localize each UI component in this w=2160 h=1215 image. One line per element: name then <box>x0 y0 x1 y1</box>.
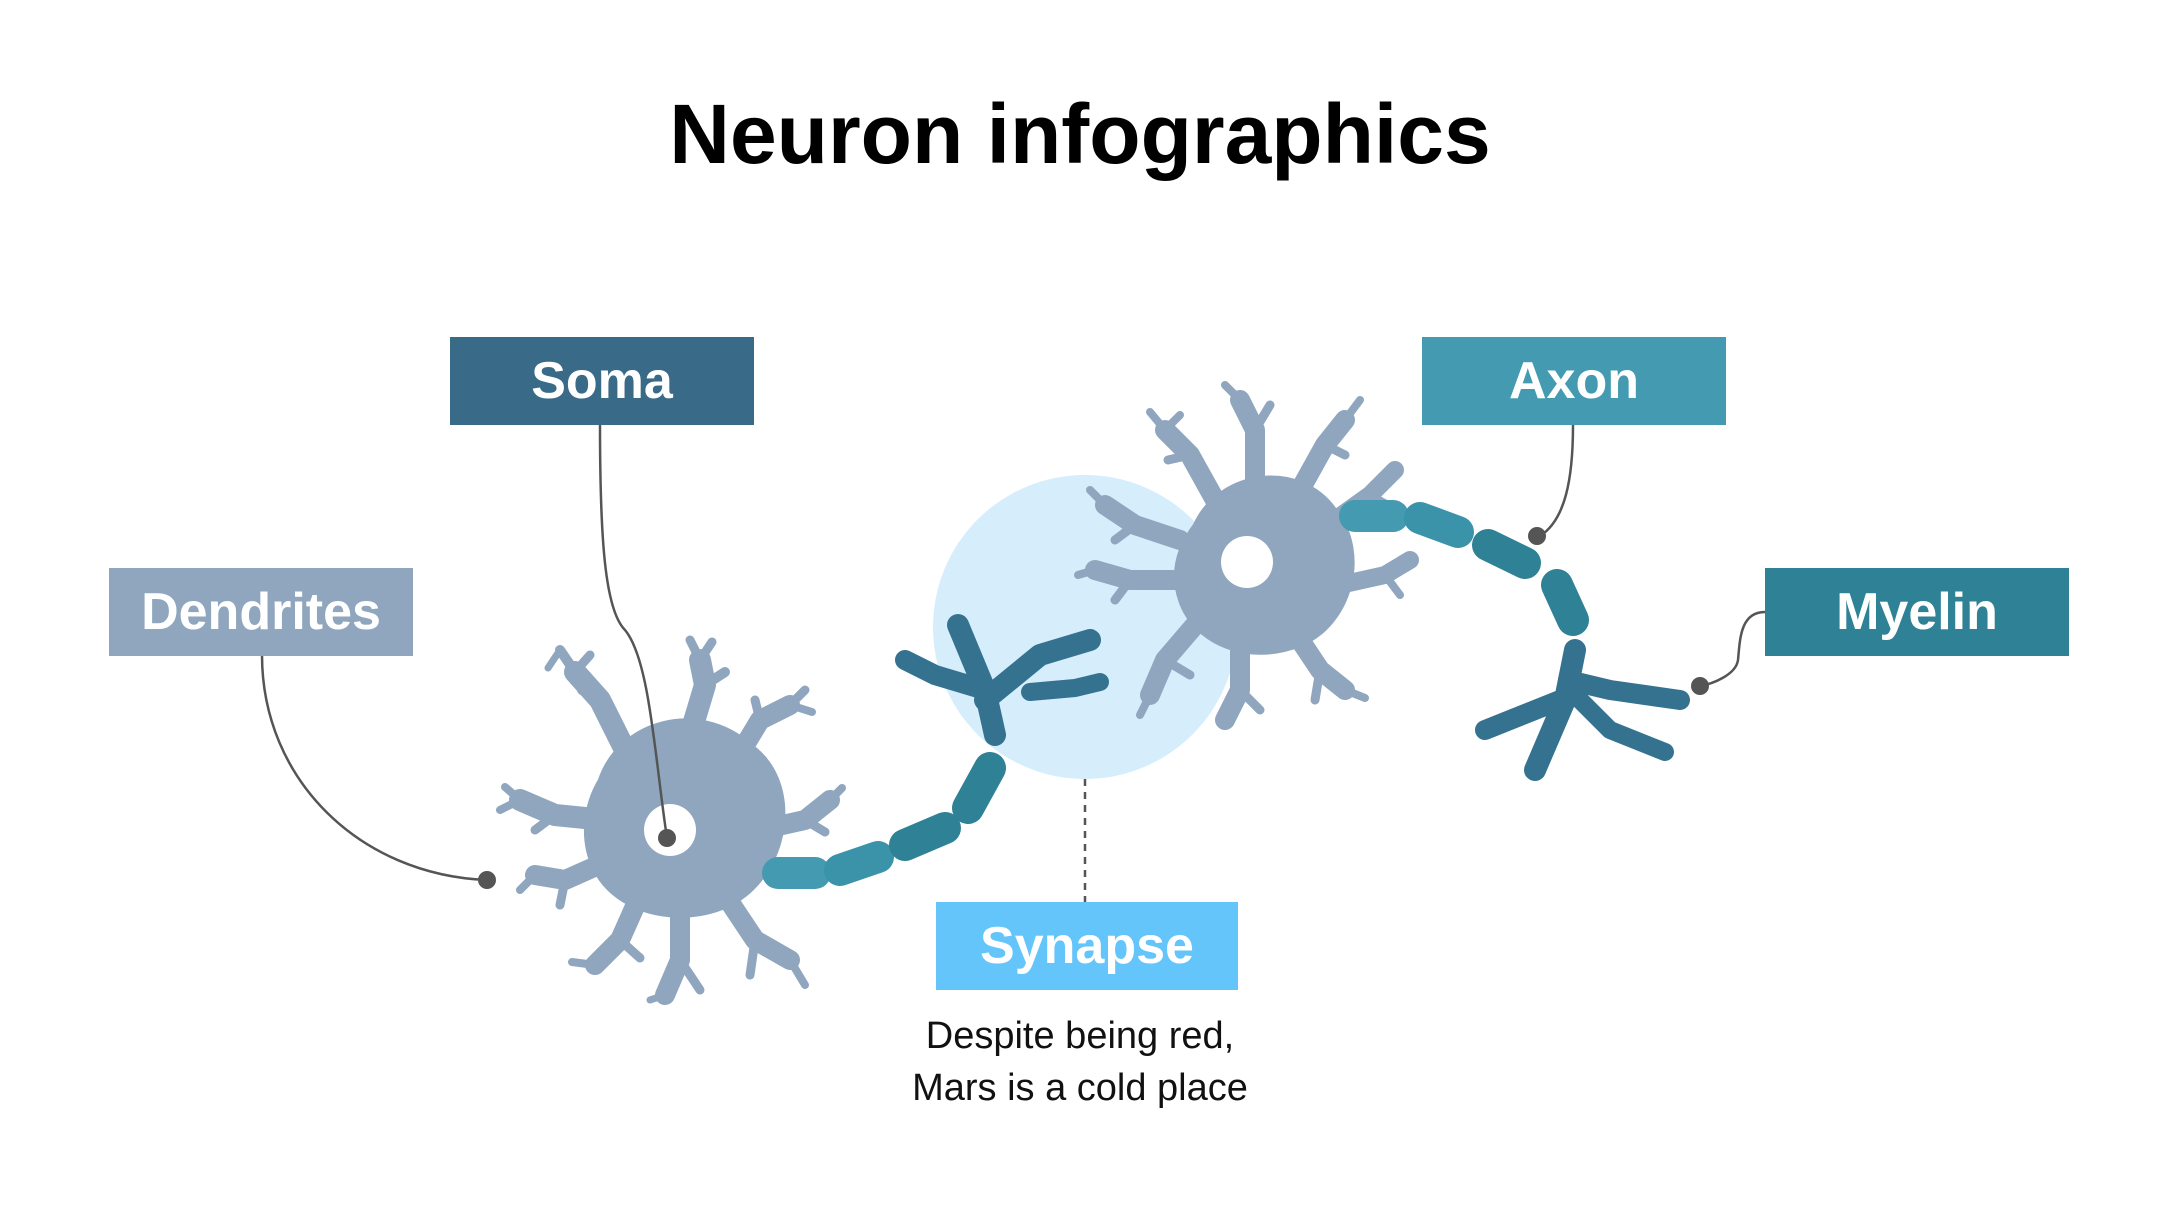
synapse-label: Synapse <box>936 902 1238 990</box>
axon-terminal-right <box>1475 639 1690 781</box>
page-title: Neuron infographics <box>669 87 1491 181</box>
myelin-label: Myelin <box>1765 568 2069 656</box>
axon-label-text: Axon <box>1509 352 1639 410</box>
soma-label: Soma <box>450 337 754 425</box>
axon-label: Axon <box>1422 337 1726 425</box>
axon-terminal-left <box>895 614 1109 746</box>
soma-label-text: Soma <box>531 352 673 410</box>
neuron-right-nucleus <box>1221 536 1273 588</box>
neuron-left <box>496 635 846 1005</box>
myelin-label-text: Myelin <box>1836 583 1998 641</box>
connector-dots <box>478 527 1709 889</box>
connectors <box>260 424 1766 882</box>
dendrites-label-text: Dendrites <box>141 583 381 641</box>
synapse-label-text: Synapse <box>980 917 1194 975</box>
synapse-description-line1: Despite being red, <box>925 1015 1235 1057</box>
axon-left-myelin <box>762 752 1006 889</box>
axon-right-myelin <box>1339 500 1589 636</box>
synapse-description: Despite being red, Mars is a cold place <box>830 1010 1330 1114</box>
dendrites-label: Dendrites <box>109 568 413 656</box>
synapse-highlight <box>933 475 1237 779</box>
synapse-description-line2: Mars is a cold place <box>912 1067 1248 1109</box>
